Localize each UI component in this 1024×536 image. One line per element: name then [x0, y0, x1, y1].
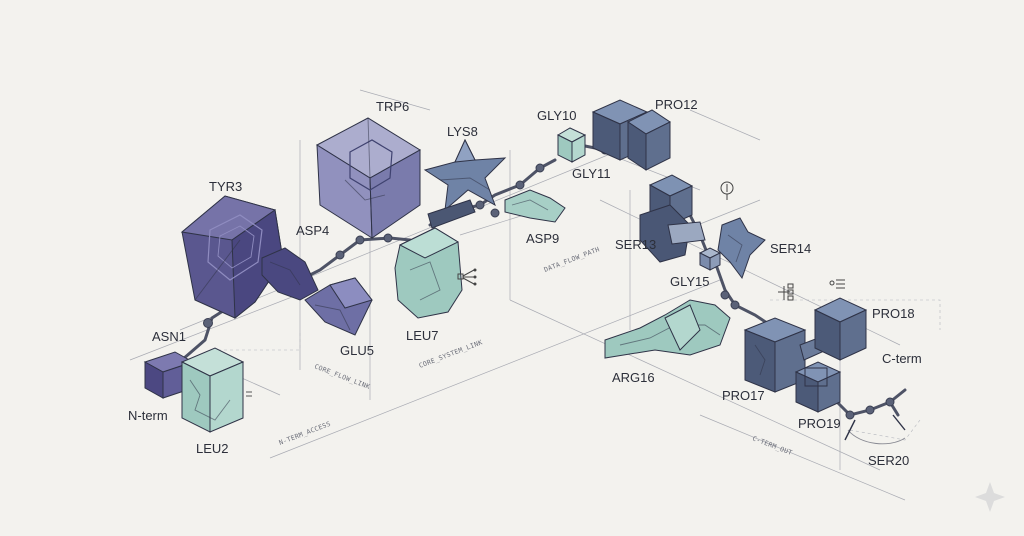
asp4-block [261, 247, 319, 301]
label-gly11: GLY11 [572, 166, 611, 181]
pro12-block [591, 99, 671, 171]
arg16-block [604, 299, 731, 359]
label-gly10: GLY10 [537, 108, 577, 123]
flow-core-flow: CORE_FLOW_LINK [313, 362, 371, 391]
label-asn1: ASN1 [152, 329, 186, 344]
flow-cterm-out: C-TERM_OUT [751, 434, 793, 457]
asp9-block [504, 189, 566, 223]
antenna-icon [720, 181, 734, 200]
label-ser14: SER14 [770, 241, 811, 256]
flow-nterm-access: N-TERM_ACCESS [278, 420, 332, 447]
ser13-block [639, 174, 706, 263]
network-node-icon [457, 268, 477, 286]
label-cterm: C-term [882, 351, 922, 366]
leu2-block [180, 347, 252, 433]
flow-data-flow: DATA_FLOW_PATH [543, 245, 601, 274]
label-ser20: SER20 [868, 453, 909, 468]
ser14-block [717, 217, 766, 280]
label-pro18: PRO18 [872, 306, 915, 321]
label-pro19: PRO19 [798, 416, 841, 431]
label-ser13: SER13 [615, 237, 656, 252]
sparkle-icon [975, 482, 1005, 512]
label-leu7: LEU7 [406, 328, 439, 343]
label-lys8: LYS8 [447, 124, 478, 139]
gly15-block [698, 247, 722, 271]
pro18-block [813, 297, 868, 361]
link-block [427, 199, 476, 229]
glu5-block [304, 277, 373, 336]
label-asp9: ASP9 [526, 231, 559, 246]
label-nterm: N-term [128, 408, 168, 423]
label-leu2: LEU2 [196, 441, 229, 456]
label-glu5: GLU5 [340, 343, 374, 358]
ser20-block [844, 414, 906, 445]
pro19-block [794, 361, 842, 413]
branch-icon [778, 279, 845, 301]
lys8-block [423, 138, 507, 212]
label-tyr3: TYR3 [209, 179, 242, 194]
label-arg16: ARG16 [612, 370, 655, 385]
label-gly15: GLY15 [670, 274, 710, 289]
label-pro17: PRO17 [722, 388, 765, 403]
residue-labels: N-term ASN1 LEU2 TYR3 ASP4 GLU5 TRP6 LEU… [128, 97, 922, 468]
gly10-block [556, 127, 587, 163]
label-trp6: TRP6 [376, 99, 409, 114]
label-pro12: PRO12 [655, 97, 698, 112]
leu7-block [394, 227, 463, 319]
trp6-block [315, 117, 421, 239]
label-asp4: ASP4 [296, 223, 329, 238]
